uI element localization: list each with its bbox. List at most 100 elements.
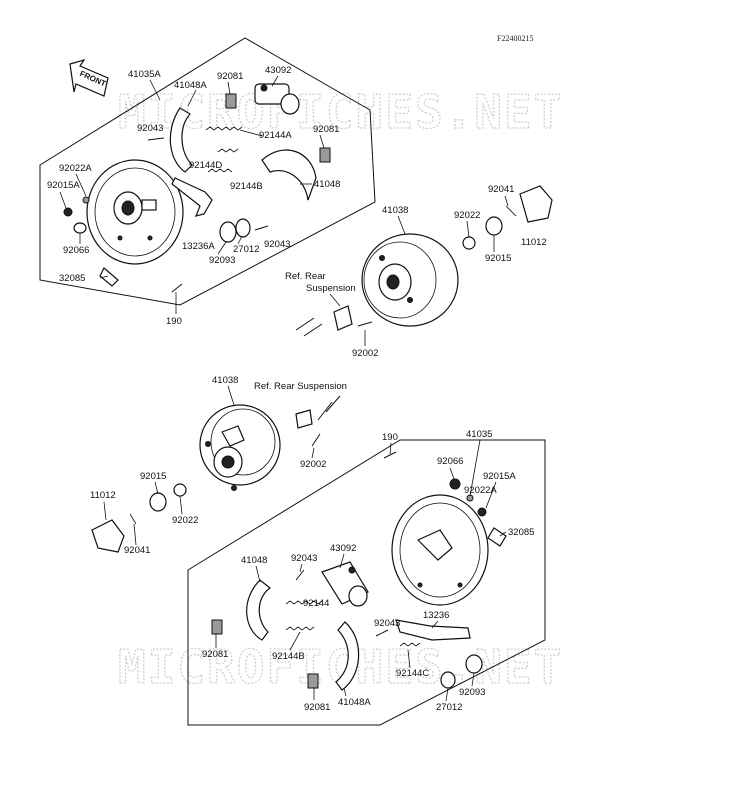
label-27012: 27012 [436,702,462,713]
upper-nut-92015 [485,216,503,236]
label-92081: 92081 [202,649,228,660]
label-92144A: 92144A [259,130,292,141]
label-41035A: 41035A [128,69,161,80]
upper-cam-lever [171,177,213,217]
label-13236: 13236 [423,610,449,621]
label-92144B: 92144B [230,181,263,192]
upper-brake-panel [86,159,184,265]
upper-spring-92144D [217,148,239,153]
upper-bolt-92002 [357,321,373,327]
label-27012: 27012 [233,244,259,255]
upper-spring-92144B [207,168,233,173]
label-190: 190 [166,316,182,327]
label-13236A: 13236A [182,241,215,252]
label-92015: 92015 [485,253,511,264]
label-92041: 92041 [488,184,514,195]
upper-shoe-41048 [261,149,317,201]
lower-nut-92015A [477,507,487,517]
label-92043: 92043 [374,618,400,629]
lower-pin-92041 [129,513,137,525]
label-92002: 92002 [352,348,378,359]
label-92081: 92081 [313,124,339,135]
upper-cap-11012 [519,185,553,223]
watermark-top: MICROFICHES.NET [118,85,563,139]
lower-seal-92093 [465,654,483,674]
front-arrow-icon: FRONT [69,58,109,97]
label-92041: 92041 [124,545,150,556]
label-41048: 41048 [314,179,340,190]
upper-nut-92015A [63,207,73,217]
upper-collar [333,305,353,331]
label-92144: 92144 [303,598,329,609]
label-41038: 41038 [382,205,408,216]
lower-brake-panel [391,494,489,606]
lower-cap-11012 [91,519,125,553]
lower-bracket-32085 [487,527,507,547]
label-92022A: 92022A [464,485,497,496]
lower-bolt-92002 [311,433,321,447]
label-92066: 92066 [63,245,89,256]
label-92022: 92022 [172,515,198,526]
label-43092: 43092 [330,543,356,554]
lower-shoe-41048A [335,621,360,691]
upper-shoe-41048A [169,107,193,173]
upper-pin-92041 [505,205,517,217]
lower-boundary [187,439,546,726]
label-92043: 92043 [137,123,163,134]
label-92081: 92081 [217,71,243,82]
upper-brake-drum [361,233,459,327]
label-ref-rear: Ref. Rear [285,271,326,282]
lower-nut-92015 [149,492,167,512]
upper-clip-92081b [319,147,331,163]
label-92144B: 92144B [272,651,305,662]
label-92144D: 92144D [189,160,222,171]
lower-bolt-92043a [295,569,305,581]
lower-seal-92066 [449,478,461,490]
label-92002: 92002 [300,459,326,470]
upper-seal-92093 [219,221,237,243]
label-ref-rear-suspension: Ref. Rear Suspension [254,381,347,392]
lower-spring-92144C [399,642,421,647]
label-190: 190 [382,432,398,443]
upper-bolt-190 [171,283,183,293]
label-92015A: 92015A [47,180,80,191]
upper-bracket-32085 [99,267,119,287]
lower-assembly [91,395,546,726]
label-92015A: 92015A [483,471,516,482]
label-41048A: 41048A [174,80,207,91]
label-32085: 32085 [508,527,534,538]
upper-clip-92081a [225,93,237,109]
lower-brake-drum [199,404,281,491]
upper-washer-92022 [462,236,476,250]
upper-seal-92066 [73,222,87,234]
upper-ring-27012 [235,218,251,238]
label-11012: 11012 [90,490,116,501]
label-92043: 92043 [264,239,290,250]
lower-shoe-41048 [246,579,271,641]
lower-bolt-92043b [375,629,389,637]
label-41048A: 41048A [338,697,371,708]
lower-spring-92144B [285,626,315,631]
label-11012: 11012 [521,237,547,248]
lower-labels: 41038 Ref. Rear Suspension 92002 190 410… [90,375,534,713]
lower-clip-92081a [211,619,223,635]
label-43092: 43092 [265,65,291,76]
lower-washer-92022 [173,483,187,497]
lower-leaders [103,385,507,702]
upper-bolt-92043a [147,137,165,141]
label-92015: 92015 [140,471,166,482]
label-41035: 41035 [466,429,492,440]
upper-assembly [39,37,553,337]
upper-labels: 41035A 41048A 92081 43092 92043 92144A 9… [47,65,547,359]
upper-wheel-cylinder [254,83,300,115]
label-suspension: Suspension [306,283,356,294]
label-92081: 92081 [304,702,330,713]
lower-ring-27012 [440,671,456,689]
label-92093: 92093 [209,255,235,266]
label-92043: 92043 [291,553,317,564]
label-32085: 32085 [59,273,85,284]
figure-code: F22400215 [497,34,533,43]
upper-washer-92022A [82,196,90,204]
upper-leaders [59,75,509,346]
